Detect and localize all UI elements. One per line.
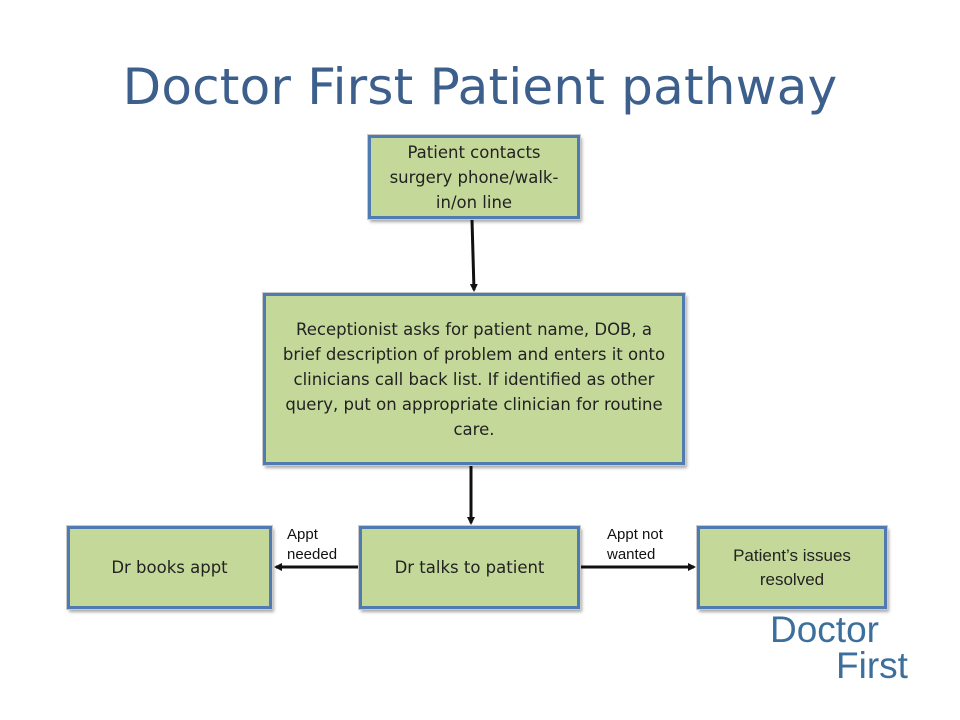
node-dr-books: Dr books appt xyxy=(66,525,273,610)
logo-line-doctor: Doctor xyxy=(770,609,879,650)
node-receptionist-text: Receptionist asks for patient name, DOB,… xyxy=(282,319,666,439)
doctor-first-logo: Doctor First xyxy=(768,609,928,686)
node-patient-contacts-text: Patient contacts surgery phone/walk-in/o… xyxy=(389,142,559,212)
node-dr-talks: Dr talks to patient xyxy=(358,525,581,610)
node-dr-talks-text: Dr talks to patient xyxy=(394,558,545,577)
node-dr-books-text: Dr books appt xyxy=(111,558,228,577)
arrow-contact-to-reception xyxy=(469,219,478,292)
edge-label-appt-not-wanted: Appt not wanted xyxy=(607,526,663,563)
page-title: Doctor First Patient pathway xyxy=(122,58,838,116)
node-issues-resolved: Patient’s issues resolved xyxy=(696,525,888,610)
node-receptionist: Receptionist asks for patient name, DOB,… xyxy=(262,292,686,466)
node-patient-contacts: Patient contacts surgery phone/walk-in/o… xyxy=(367,134,581,220)
logo-line-first: First xyxy=(836,645,908,686)
edge-label-appt-needed: Appt needed xyxy=(287,526,338,563)
node-issues-resolved-text: Patient’s issues resolved xyxy=(733,545,851,589)
